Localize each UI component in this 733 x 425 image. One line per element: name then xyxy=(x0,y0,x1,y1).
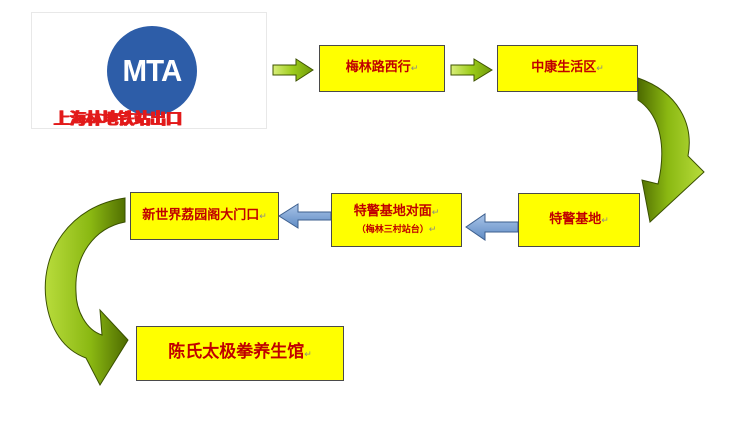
step-4-return-mark: ↵ xyxy=(431,208,440,218)
step-1-return-mark: ↵ xyxy=(410,64,419,74)
step-box-2: 中康生活区↵ xyxy=(497,45,638,92)
curved-arrow-right xyxy=(637,77,705,223)
step-3-return-mark: ↵ xyxy=(601,215,609,226)
step-box-5: 新世界荔园阁大门口↵ xyxy=(130,192,279,240)
mta-logo-circle: MTA xyxy=(107,26,197,116)
step-6-label: 陈氏太极拳养生馆 xyxy=(168,342,305,362)
step-box-6: 陈氏太极拳养生馆↵ xyxy=(136,326,344,381)
logo-caption: 上海林地铁站出口 xyxy=(54,109,183,128)
step-2-label: 中康生活区 xyxy=(531,60,597,75)
mta-logo-image: MTA 上海林地铁站出口 xyxy=(31,12,267,129)
step-2-return-mark: ↵ xyxy=(596,64,604,74)
step-5-return-mark: ↵ xyxy=(259,211,267,222)
step-box-1: 梅林路西行↵ xyxy=(319,45,445,92)
mta-logo-text: MTA xyxy=(122,53,183,88)
arrow-right-2 xyxy=(450,58,493,82)
step-box-3: 特警基地↵ xyxy=(518,193,640,247)
step-5-label: 新世界荔园阁大门口 xyxy=(142,207,260,223)
step-box-4: 特警基地对面↵ （梅林三村站台）↵ xyxy=(331,193,462,247)
step-1-label: 梅林路西行 xyxy=(345,60,411,75)
arrow-left-blue-1 xyxy=(465,213,519,241)
step-3-label: 特警基地 xyxy=(549,211,602,227)
step-4-sublabel: （梅林三村站台） xyxy=(356,225,429,235)
step-4-label: 特警基地对面 xyxy=(353,204,432,219)
step-6-return-mark: ↵ xyxy=(304,350,312,360)
step-4-sub-return-mark: ↵ xyxy=(428,225,437,235)
arrow-right-1 xyxy=(272,58,314,82)
curved-arrow-left xyxy=(44,197,129,387)
arrow-left-blue-2 xyxy=(278,203,332,229)
